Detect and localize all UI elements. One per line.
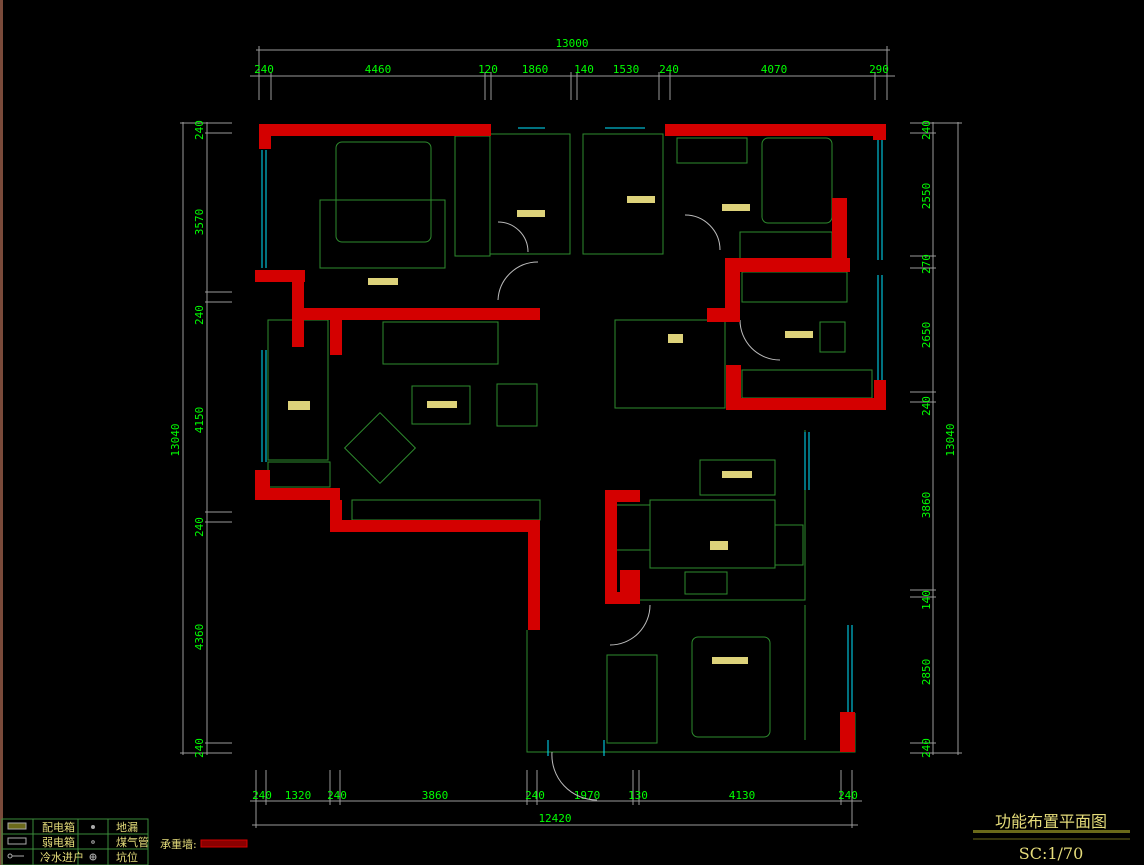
dim-label: 2850	[920, 659, 933, 686]
door-swings	[497, 214, 781, 801]
dim-label: 240	[193, 517, 206, 537]
dim-label: 4130	[729, 789, 756, 802]
dim-label: 3570	[193, 209, 206, 236]
toilet-position-icon	[89, 853, 97, 861]
dim-label: 270	[920, 254, 933, 274]
dim-label: 240	[327, 789, 347, 802]
dim-label: 2550	[920, 183, 933, 210]
dim-left-total: 13040	[169, 423, 182, 456]
bottom-dimensions: 240 1320 240 3860 240 1970 130 4130 240 …	[250, 770, 862, 828]
walls	[255, 124, 886, 752]
dim-right-total: 13040	[944, 423, 957, 456]
legend-item: 地漏	[116, 821, 138, 834]
left-dimensions: 240 3570 240 4150 240 4360 240 13040	[169, 120, 232, 758]
floor-drain-icon	[91, 825, 95, 829]
dim-bottom-total: 12420	[538, 812, 571, 825]
dim-label: 130	[628, 789, 648, 802]
interior-lines	[267, 133, 873, 753]
dim-label: 240	[659, 63, 679, 76]
drawing-scale: SC:1/70	[1019, 844, 1084, 863]
dim-label: 240	[254, 63, 274, 76]
dim-label: 120	[478, 63, 498, 76]
window-edge	[0, 0, 3, 865]
dim-label: 240	[920, 120, 933, 140]
dim-label: 240	[252, 789, 272, 802]
dim-top-total: 13000	[555, 37, 588, 50]
drawing-title: 功能布置平面图	[995, 812, 1107, 831]
legend-item: 冷水进户	[40, 850, 84, 864]
dim-label: 240	[920, 396, 933, 416]
legend: 配电箱 弱电箱 冷水进户 地漏 煤气管 坑位 承重墙:	[1, 818, 248, 865]
dim-label: 140	[574, 63, 594, 76]
dim-label: 240	[193, 305, 206, 325]
windows	[261, 127, 883, 756]
top-dimensions: 13000 240 4460 120 1860 140 1530 240 407…	[250, 37, 895, 100]
dim-label: 290	[869, 63, 889, 76]
dim-label: 4070	[761, 63, 788, 76]
bearing-wall-swatch	[200, 839, 248, 848]
dim-label: 240	[193, 738, 206, 758]
dim-label: 4460	[365, 63, 392, 76]
legend-item: 弱电箱	[42, 835, 75, 849]
dim-label: 3860	[920, 492, 933, 519]
cold-water-inlet-icon	[7, 853, 24, 859]
distribution-box-icon	[7, 822, 27, 830]
weak-current-box-icon	[7, 837, 27, 845]
right-dimensions: 240 2550 270 2650 240 3860 140 2850 240 …	[910, 120, 962, 758]
gas-pipe-icon	[91, 840, 95, 844]
bearing-wall-label: 承重墙:	[160, 837, 197, 851]
room-tags	[288, 196, 813, 664]
dim-label: 240	[838, 789, 858, 802]
legend-item: 煤气管	[116, 835, 149, 849]
dim-label: 2650	[920, 322, 933, 349]
dim-label: 4150	[193, 407, 206, 434]
dim-label: 240	[920, 738, 933, 758]
dim-label: 3860	[422, 789, 449, 802]
legend-item: 坑位	[116, 850, 138, 864]
dim-label: 4360	[193, 624, 206, 651]
dim-label: 140	[920, 590, 933, 610]
dim-label: 1860	[522, 63, 549, 76]
legend-item: 配电箱	[42, 820, 75, 834]
dim-label: 240	[525, 789, 545, 802]
dim-label: 1530	[613, 63, 640, 76]
title-block: 功能布置平面图 SC:1/70	[973, 812, 1130, 863]
dim-label: 1320	[285, 789, 312, 802]
dim-label: 1970	[574, 789, 601, 802]
dim-label: 240	[193, 120, 206, 140]
